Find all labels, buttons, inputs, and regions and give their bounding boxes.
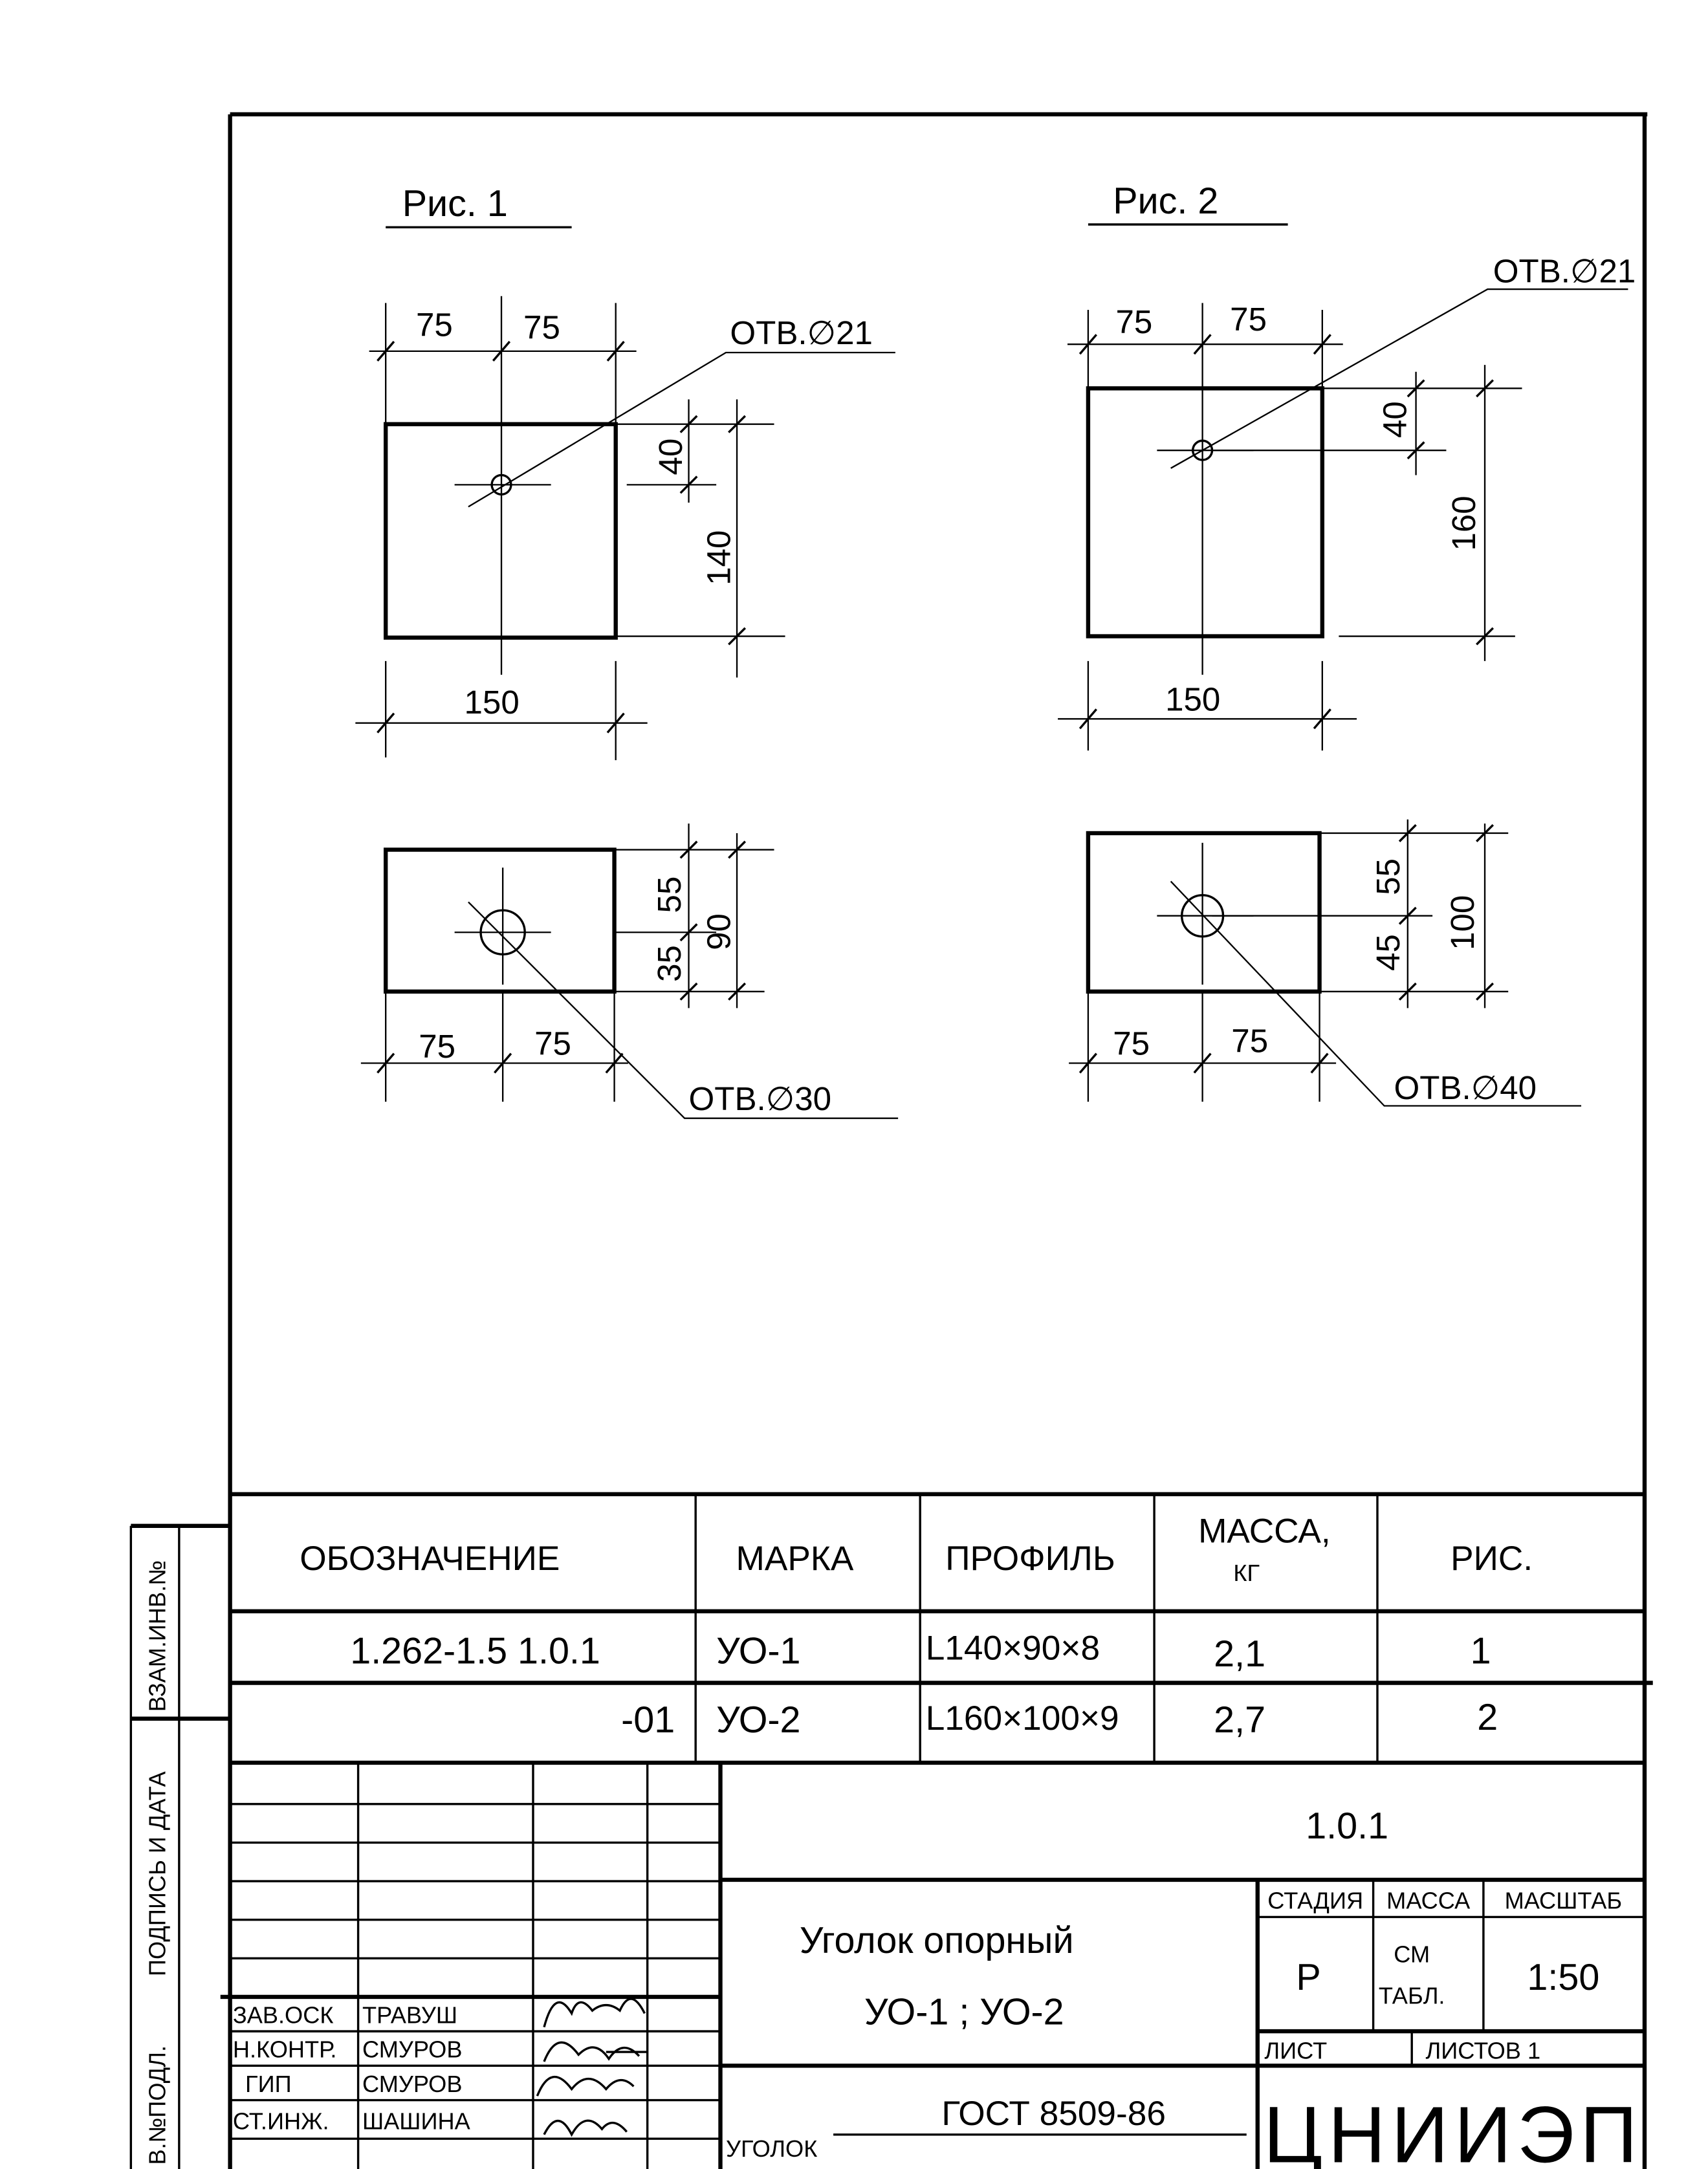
header-mass-unit: КГ xyxy=(1233,1560,1260,1586)
dimension-label: 55 xyxy=(1370,858,1407,895)
hole-callout: ОТВ.∅21 xyxy=(1493,252,1636,289)
header-mark: МАРКА xyxy=(736,1540,854,1578)
hole-circle xyxy=(490,474,512,496)
figure-1-title: Рис. 1 xyxy=(402,183,508,224)
staff-role: СТ.ИНЖ. xyxy=(233,2108,329,2134)
header-figure: РИС. xyxy=(1451,1540,1533,1578)
dimension-label: 100 xyxy=(1444,895,1481,950)
fig2-side-view-outline xyxy=(1086,831,1322,994)
dimension-label: 75 xyxy=(523,309,560,346)
dimension-label: 75 xyxy=(419,1028,455,1065)
staff-name: ШАШИНА xyxy=(362,2108,471,2134)
dimension-label: 45 xyxy=(1370,934,1407,971)
stage-label: СТАДИЯ xyxy=(1267,1888,1363,1914)
table-row: -01 УО-2 L160×100×9 2,7 2 xyxy=(621,1697,1498,1741)
sheet-label: ЛИСТ xyxy=(1264,2038,1327,2064)
staff-name: СМУРОВ xyxy=(362,2071,462,2097)
dimension-label: 55 xyxy=(651,877,688,913)
staff-name: СМУРОВ xyxy=(362,2036,462,2063)
sheet-frame xyxy=(228,112,1648,2169)
dimension-label: 90 xyxy=(700,913,737,950)
hole-callout: ОТВ.∅40 xyxy=(1394,1069,1537,1106)
cell-mark: УО-2 xyxy=(716,1699,800,1741)
staff-list: ЗАВ.ОСК ТРАВУШ Н.КОНТР. СМУРОВ ГИП СМУРО… xyxy=(233,1998,648,2137)
dimension-label: 40 xyxy=(1377,401,1414,438)
table-row: 1.262-1.5 1.0.1 УО-1 L140×90×8 2,1 1 xyxy=(350,1629,1491,1675)
drawing-title: Уголок опорный xyxy=(800,1920,1074,1961)
figure-2: Рис. 2 75 75 ОТВ.∅21 40 160 150 xyxy=(1058,180,1636,1107)
dimension-label: 150 xyxy=(465,684,520,721)
fig2-top-view-outline xyxy=(1086,386,1325,638)
hole-callout: ОТВ.∅21 xyxy=(730,314,872,351)
organization-name: ЦНИИЭП xyxy=(1264,2090,1643,2169)
document-code: 1.0.1 xyxy=(1306,1805,1388,1847)
material-label: УГОЛОК xyxy=(726,2135,817,2162)
side-strip: ВЗАМ.ИНВ.№ ПОДПИСЬ И ДАТА В.№ПОДЛ. xyxy=(129,1523,230,2169)
cell-profile: L140×90×8 xyxy=(926,1629,1100,1667)
header-profile: ПРОФИЛЬ xyxy=(945,1540,1115,1578)
fig1-side-view-outline xyxy=(383,847,617,994)
scale-label: МАСШТАБ xyxy=(1505,1888,1623,1914)
cell-figure: 1 xyxy=(1471,1631,1491,1672)
dimension-label: 75 xyxy=(1115,303,1152,340)
staff-name: ТРАВУШ xyxy=(362,2001,457,2028)
dimension-label: 75 xyxy=(1230,301,1267,338)
cell-figure: 2 xyxy=(1477,1697,1498,1738)
cell-designation: -01 xyxy=(621,1699,675,1741)
material-standard: ГОСТ 8509-86 xyxy=(941,2095,1166,2133)
drawing-subtitle: УО-1 ; УО-2 xyxy=(864,1991,1064,2033)
sheets-count: ЛИСТОВ 1 xyxy=(1425,2038,1540,2064)
specification-table: ОБОЗНАЧЕНИЕ МАРКА ПРОФИЛЬ МАССА, КГ РИС.… xyxy=(230,1492,1653,1765)
dimension-label: 35 xyxy=(651,945,688,982)
cell-mass: 2,7 xyxy=(1214,1699,1265,1741)
hole-circle xyxy=(479,909,526,956)
staff-role: ГИП xyxy=(245,2071,292,2097)
figure-2-title: Рис. 2 xyxy=(1113,180,1218,222)
signature xyxy=(543,2041,648,2062)
header-mass: МАССА, xyxy=(1198,1512,1331,1550)
cell-mark: УО-1 xyxy=(716,1631,800,1672)
mass-value: СМ xyxy=(1394,1941,1430,1968)
dimension-label: 160 xyxy=(1445,496,1482,550)
dimension-label: 140 xyxy=(700,530,737,585)
dimension-label: 75 xyxy=(534,1025,571,1062)
revision-grid xyxy=(220,1762,723,2169)
signature xyxy=(536,2076,635,2097)
cell-designation: 1.262-1.5 1.0.1 xyxy=(350,1631,600,1672)
inv-original-label: В.№ПОДЛ. xyxy=(144,2045,171,2165)
dimension-label: 75 xyxy=(1231,1022,1268,1059)
cell-mass: 2,1 xyxy=(1214,1633,1265,1675)
header-designation: ОБОЗНАЧЕНИЕ xyxy=(300,1540,560,1578)
mass-value: ТАБЛ. xyxy=(1379,1983,1445,2009)
staff-role: Н.КОНТР. xyxy=(233,2036,337,2063)
mass-label: МАССА xyxy=(1386,1888,1471,1914)
figure-1: Рис. 1 75 75 ОТВ.∅21 40 140 150 xyxy=(355,183,899,1119)
dimension-label: 75 xyxy=(1113,1025,1150,1062)
inv-replace-label: ВЗАМ.ИНВ.№ xyxy=(144,1560,171,1712)
stage-value: Р xyxy=(1296,1957,1320,1998)
title-block: ЗАВ.ОСК ТРАВУШ Н.КОНТР. СМУРОВ ГИП СМУРО… xyxy=(220,1762,1645,2169)
hole-callout: ОТВ.∅30 xyxy=(689,1080,832,1117)
dimension-label: 40 xyxy=(652,439,689,475)
dimension-label: 75 xyxy=(416,306,453,343)
cell-profile: L160×100×9 xyxy=(926,1699,1119,1738)
signature xyxy=(543,2119,628,2137)
sign-date-label: ПОДПИСЬ И ДАТА xyxy=(144,1771,171,1976)
staff-role: ЗАВ.ОСК xyxy=(233,2001,334,2028)
scale-value: 1:50 xyxy=(1527,1957,1599,1998)
signature xyxy=(543,1998,646,2028)
dimension-label: 150 xyxy=(1165,681,1220,718)
